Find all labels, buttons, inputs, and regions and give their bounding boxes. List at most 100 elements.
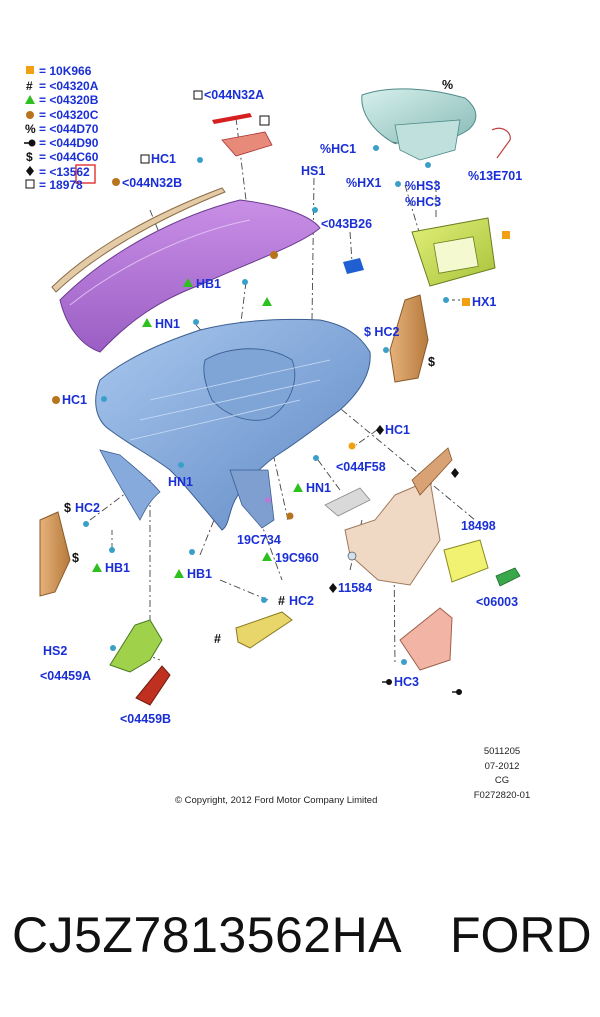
clip-marker (383, 347, 389, 353)
brand-name: FORD (450, 907, 592, 963)
hash-symbol: # (278, 594, 285, 608)
instrument-panel-body (95, 318, 371, 531)
green-triangle-symbol (142, 318, 152, 327)
legend-symbol-orange-square (26, 66, 34, 74)
green-triangle-symbol (183, 278, 193, 287)
legend-symbol-percent: % (25, 122, 36, 136)
callout-label: HS1 (301, 164, 325, 178)
clip-marker (261, 597, 267, 603)
callout-label: HB1 (187, 567, 212, 581)
brown-circle-symbol (270, 251, 278, 259)
clip-marker (401, 659, 407, 665)
clip-marker (189, 549, 195, 555)
clip-marker (83, 521, 89, 527)
brown-circle-symbol (52, 396, 60, 404)
callout-label: 19C734 (237, 533, 281, 547)
callout-label: <044N32B (122, 176, 182, 190)
part-number: CJ5Z7813562HA (12, 907, 403, 963)
lower-reinforcement (99, 449, 161, 521)
drawing-date: 07-2012 (485, 761, 520, 772)
callout-label: <04459B (120, 712, 171, 726)
center-support-bracket (229, 469, 275, 529)
clip-marker (313, 455, 319, 461)
top-pad-highlight (69, 219, 251, 306)
wire-13e701 (491, 127, 511, 159)
drawing-number: 5011205 (484, 746, 520, 757)
highlight-box (75, 164, 96, 184)
lower-bracket-hc2 (235, 611, 293, 649)
open-square-symbol (193, 90, 203, 100)
diamond-symbol (329, 583, 337, 593)
callout-label: HC1 (151, 152, 176, 166)
clip-marker (197, 157, 203, 163)
console-frame (344, 479, 441, 586)
callout-label: 18498 (461, 519, 496, 533)
lower-bracket-hc3 (399, 607, 453, 671)
fastener-11584 (347, 551, 357, 561)
green-triangle-symbol (293, 483, 303, 492)
clip-marker (425, 162, 431, 168)
callout-label: %HC3 (405, 195, 441, 209)
dollar-symbol: $ (428, 355, 435, 369)
bracket-044n32a (212, 113, 252, 124)
orange-square-symbol (502, 231, 510, 239)
switch-06003 (495, 567, 521, 587)
callout-label: <044F58 (336, 460, 386, 474)
callout-label: $ HC2 (364, 325, 399, 339)
orange-square-symbol (462, 298, 470, 306)
legend-entry: = 18978 (39, 178, 83, 192)
clip-marker (178, 462, 184, 468)
legend-symbol-brown-circle (26, 111, 34, 119)
instrument-cluster-hood (203, 348, 296, 421)
callout-label: 11584 (338, 581, 372, 595)
callout-label: HN1 (155, 317, 180, 331)
percent-symbol: % (442, 78, 453, 92)
pushpin-icon (24, 139, 36, 147)
legend-entry: = 10K966 (39, 64, 92, 78)
console-side-rail (411, 447, 453, 496)
callout-label: <06003 (476, 595, 518, 609)
callout-label: %HX1 (346, 176, 381, 190)
legend-entry: = <13562 (39, 165, 90, 179)
dollar-symbol: $ (64, 501, 71, 515)
legend-entry: = <04320A (39, 79, 99, 93)
legend-entry: = <04320B (39, 93, 99, 107)
clip-marker (443, 297, 449, 303)
clip-marker (101, 396, 107, 402)
green-triangle-symbol (262, 297, 272, 306)
bracket-04459b (135, 665, 171, 706)
defroster-lower (394, 119, 461, 161)
bracket-plate (221, 131, 273, 157)
clip-marker (242, 279, 248, 285)
drawing-info: 5011205 07-2012 CG F0272820-01 (474, 746, 531, 801)
callout-label: HC2 (75, 501, 100, 515)
green-triangle-symbol (174, 569, 184, 578)
open-square-symbol (140, 154, 150, 164)
callout-label: HS2 (43, 644, 67, 658)
diamond-symbol (451, 468, 459, 478)
legend-symbol-dollar: $ (26, 150, 33, 164)
callout-label: HB1 (196, 277, 221, 291)
callout-label: HC1 (62, 393, 87, 407)
copyright-text: © Copyright, 2012 Ford Motor Company Lim… (175, 795, 377, 806)
dollar-symbol: $ (72, 551, 79, 565)
hash-symbol: # (214, 632, 221, 646)
legend-entry: = <04320C (39, 108, 99, 122)
legend-entry: = <044C60 (39, 150, 99, 164)
callout-label: HC2 (289, 594, 314, 608)
instrument-panel-top-pad (59, 199, 321, 353)
bracket-04459a (109, 619, 163, 673)
clip-marker (193, 319, 199, 325)
callout-label: HN1 (306, 481, 331, 495)
callout-label: <043B26 (321, 217, 372, 231)
legend: = 10K966 # = <04320A = <04320B = <04320C… (24, 64, 99, 192)
clip-marker (109, 547, 115, 553)
clip-marker (395, 181, 401, 187)
legend-symbol-green-triangle (25, 95, 35, 104)
clip-marker (286, 512, 294, 520)
fastener-markers (83, 145, 462, 695)
brown-circle-symbol (112, 178, 120, 186)
callout-label: HC1 (385, 423, 410, 437)
pushpin-icon (452, 689, 462, 695)
